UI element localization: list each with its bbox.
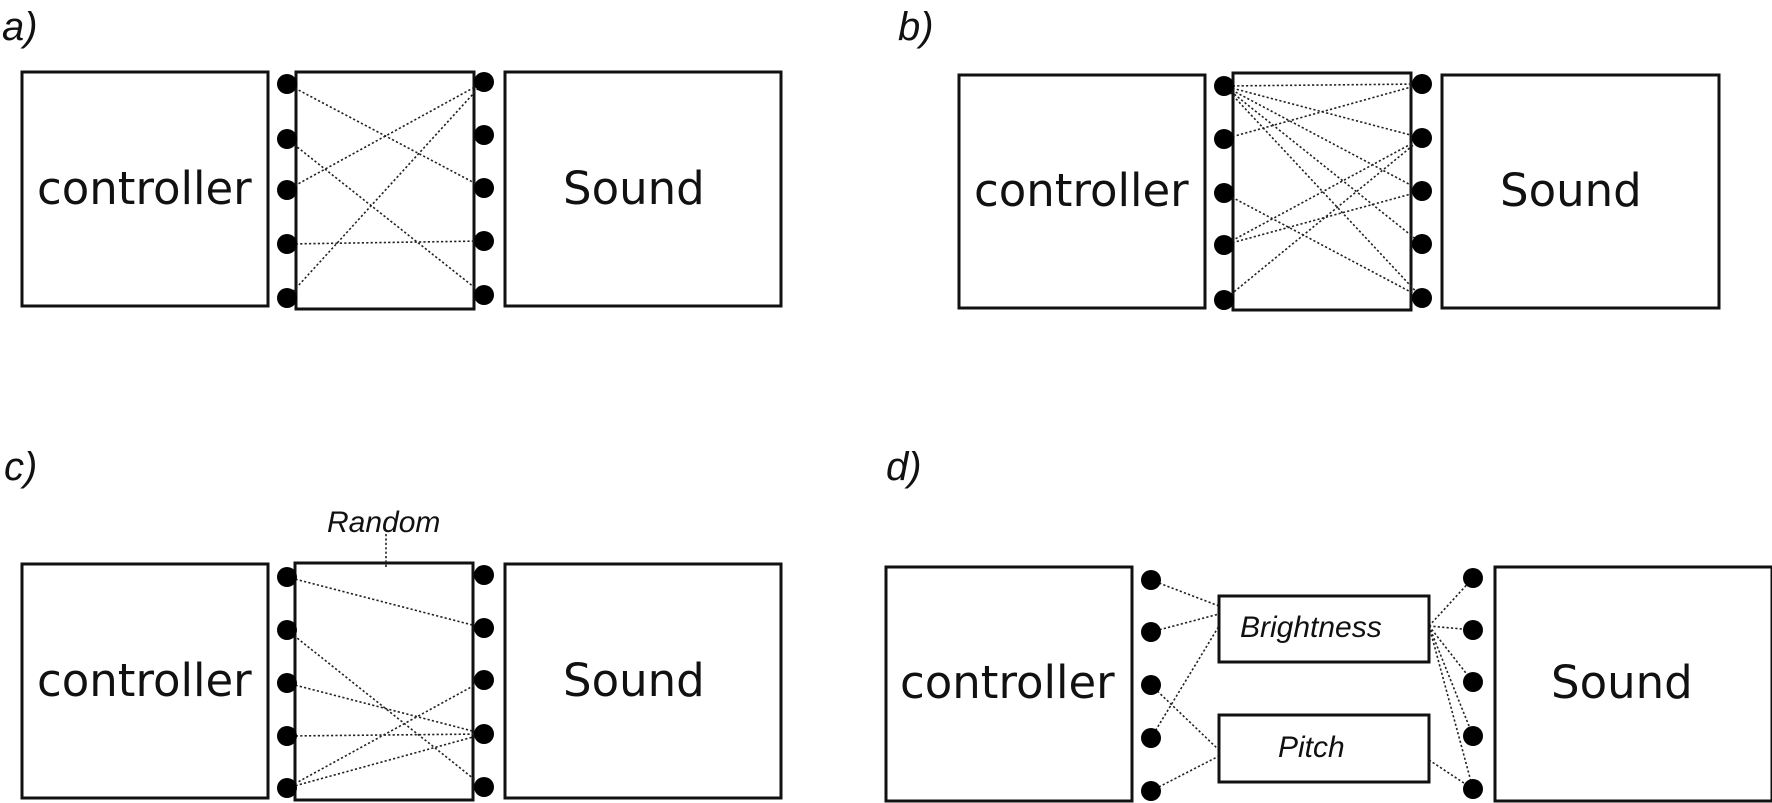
connection-line-d xyxy=(1150,579,1220,607)
ports-d xyxy=(1141,568,1483,801)
connection-line-b xyxy=(1223,137,1423,301)
controller-port-d xyxy=(1141,675,1161,695)
controller-label-b: controller xyxy=(974,164,1189,217)
connections-d xyxy=(1150,577,1474,792)
ports-c xyxy=(277,565,494,798)
brightness-box xyxy=(1217,594,1431,664)
sound-label-d: Sound xyxy=(1551,656,1693,709)
sound-port-d xyxy=(1463,620,1483,640)
panel-c: c) controller Sound Random xyxy=(4,445,783,802)
sound-label-a: Sound xyxy=(563,162,705,215)
sound-label-b: Sound xyxy=(1500,164,1642,217)
sound-port-b xyxy=(1412,128,1432,148)
sound-box-c xyxy=(503,562,783,800)
connection-line-d xyxy=(1428,577,1474,627)
pitch-label: Pitch xyxy=(1278,731,1345,764)
panel-label-d: d) xyxy=(886,445,922,489)
ports-b xyxy=(1214,74,1432,310)
controller-port-a xyxy=(277,74,297,94)
connection-line-d xyxy=(1150,625,1220,739)
brightness-label: Brightness xyxy=(1240,611,1382,644)
connection-line-b xyxy=(1223,85,1423,192)
connection-line-d xyxy=(1150,613,1220,633)
controller-port-c xyxy=(277,726,297,746)
controller-port-d xyxy=(1141,570,1161,590)
connection-line-d xyxy=(1150,755,1220,792)
controller-port-d xyxy=(1141,728,1161,748)
controller-port-c xyxy=(277,620,297,640)
sound-port-d xyxy=(1463,779,1483,799)
sound-port-a xyxy=(474,125,494,145)
controller-port-c xyxy=(277,673,297,693)
sound-port-c xyxy=(474,724,494,744)
sound-port-d xyxy=(1463,672,1483,692)
sound-port-b xyxy=(1412,74,1432,94)
controller-port-d xyxy=(1141,622,1161,642)
connection-line-d xyxy=(1428,625,1474,790)
sound-box-d xyxy=(1493,565,1772,803)
sound-port-c xyxy=(474,618,494,638)
controller-port-b xyxy=(1214,183,1234,203)
controller-port-c xyxy=(277,567,297,587)
sound-port-a xyxy=(474,72,494,92)
connection-line-d xyxy=(1428,625,1474,737)
connection-line-c xyxy=(286,733,485,789)
sound-port-c xyxy=(474,670,494,690)
controller-label-d: controller xyxy=(900,656,1115,709)
connection-line-c xyxy=(286,733,485,737)
panel-label-b: b) xyxy=(898,5,934,49)
connection-line-a xyxy=(286,81,485,299)
panel-a: a) controller Sound xyxy=(2,5,783,311)
connection-line-b xyxy=(1223,192,1423,299)
controller-port-b xyxy=(1214,76,1234,96)
sound-port-b xyxy=(1412,234,1432,254)
random-label: Random xyxy=(327,506,440,539)
connections-b xyxy=(1223,83,1423,301)
connection-line-d xyxy=(1428,625,1474,683)
connections-a xyxy=(286,81,485,299)
sound-port-a xyxy=(474,285,494,305)
controller-box-c xyxy=(20,562,270,800)
sound-port-a xyxy=(474,231,494,251)
controller-port-b xyxy=(1214,235,1234,255)
sound-label-c: Sound xyxy=(563,654,705,707)
connection-line-a xyxy=(286,240,485,245)
sound-port-b xyxy=(1412,181,1432,201)
controller-port-a xyxy=(277,234,297,254)
controller-box-d xyxy=(884,565,1134,803)
controller-port-b xyxy=(1214,129,1234,149)
mapping-box-c xyxy=(293,561,475,802)
pitch-box xyxy=(1217,713,1431,784)
connection-line-a xyxy=(286,83,485,189)
controller-port-a xyxy=(277,129,297,149)
sound-port-d xyxy=(1463,568,1483,588)
connection-line-b xyxy=(1223,83,1423,140)
ports-a xyxy=(277,72,494,308)
sound-port-d xyxy=(1463,726,1483,746)
controller-label-c: controller xyxy=(37,654,252,707)
controller-box-a xyxy=(20,70,270,308)
panel-b: b) controller Sound xyxy=(898,5,1721,312)
controller-port-d xyxy=(1141,781,1161,801)
panel-label-c: c) xyxy=(4,445,37,489)
controller-port-a xyxy=(277,288,297,308)
sound-port-a xyxy=(474,178,494,198)
controller-label-a: controller xyxy=(37,162,252,215)
controller-port-a xyxy=(277,180,297,200)
connection-line-c xyxy=(286,682,485,735)
controller-port-b xyxy=(1214,290,1234,310)
panel-d: d) controller Sound Brightness Pitch xyxy=(884,445,1772,803)
sound-box-a xyxy=(503,70,783,308)
connections-c xyxy=(286,576,485,789)
sound-port-c xyxy=(474,777,494,797)
sound-port-c xyxy=(474,565,494,585)
sound-port-b xyxy=(1412,288,1432,308)
controller-box-b xyxy=(957,73,1207,310)
connection-line-c xyxy=(286,576,485,629)
controller-port-c xyxy=(277,778,297,798)
sound-box-b xyxy=(1440,73,1721,310)
panel-label-a: a) xyxy=(2,5,38,49)
connection-line-d xyxy=(1150,684,1220,751)
